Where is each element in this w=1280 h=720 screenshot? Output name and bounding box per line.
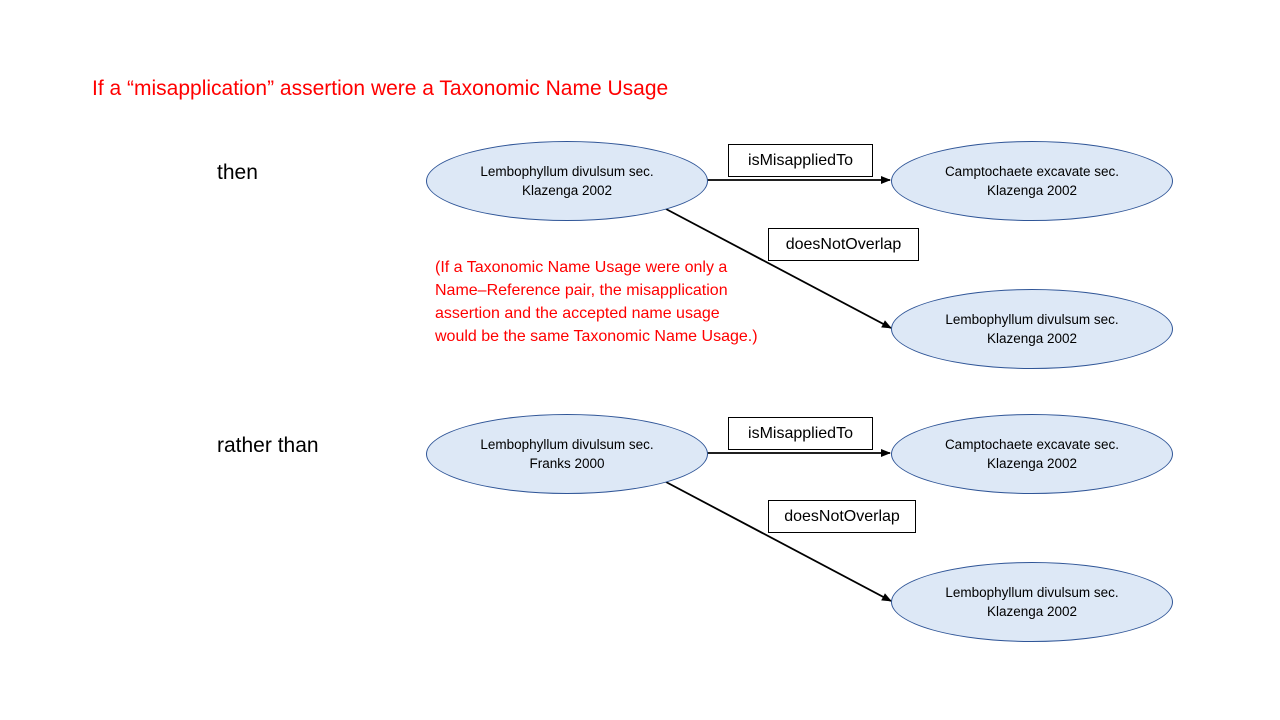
node-line-1: Lembophyllum divulsum sec.	[480, 164, 654, 179]
node-line-2: Klazenga 2002	[986, 604, 1078, 619]
node-line-2: Klazenga 2002	[986, 456, 1078, 471]
rather-than-label: rather than	[217, 434, 319, 457]
node-line-1: Camptochaete excavate sec.	[944, 164, 1120, 179]
rather-source-node: Lembophyllum divulsum sec. Franks 2000	[426, 414, 708, 494]
rather-rel-does-not-overlap: doesNotOverlap	[768, 500, 916, 533]
node-line-2: Klazenga 2002	[986, 183, 1078, 198]
then-label: then	[217, 161, 258, 184]
then-arrow-overlap	[665, 208, 892, 329]
node-line-2: Franks 2000	[529, 456, 605, 471]
then-rel-is-misapplied-to: isMisappliedTo	[728, 144, 873, 177]
rather-target-misapplied-node: Camptochaete excavate sec. Klazenga 2002	[891, 414, 1173, 494]
node-line-1: Lembophyllum divulsum sec.	[480, 437, 654, 452]
node-line-1: Lembophyllum divulsum sec.	[945, 585, 1119, 600]
rather-arrow-overlap	[665, 481, 892, 602]
node-line-2: Klazenga 2002	[521, 183, 613, 198]
slide-title: If a “misapplication” assertion were a T…	[92, 77, 669, 100]
node-line-2: Klazenga 2002	[986, 331, 1078, 346]
then-target-overlap-node: Lembophyllum divulsum sec. Klazenga 2002	[891, 289, 1173, 369]
node-line-1: Camptochaete excavate sec.	[944, 437, 1120, 452]
rather-target-overlap-node: Lembophyllum divulsum sec. Klazenga 2002	[891, 562, 1173, 642]
rather-rel-is-misapplied-to: isMisappliedTo	[728, 417, 873, 450]
explanatory-note: (If a Taxonomic Name Usage were only a N…	[435, 259, 758, 345]
then-target-misapplied-node: Camptochaete excavate sec. Klazenga 2002	[891, 141, 1173, 221]
then-source-node: Lembophyllum divulsum sec. Klazenga 2002	[426, 141, 708, 221]
then-rel-does-not-overlap: doesNotOverlap	[768, 228, 919, 261]
node-line-1: Lembophyllum divulsum sec.	[945, 312, 1119, 327]
